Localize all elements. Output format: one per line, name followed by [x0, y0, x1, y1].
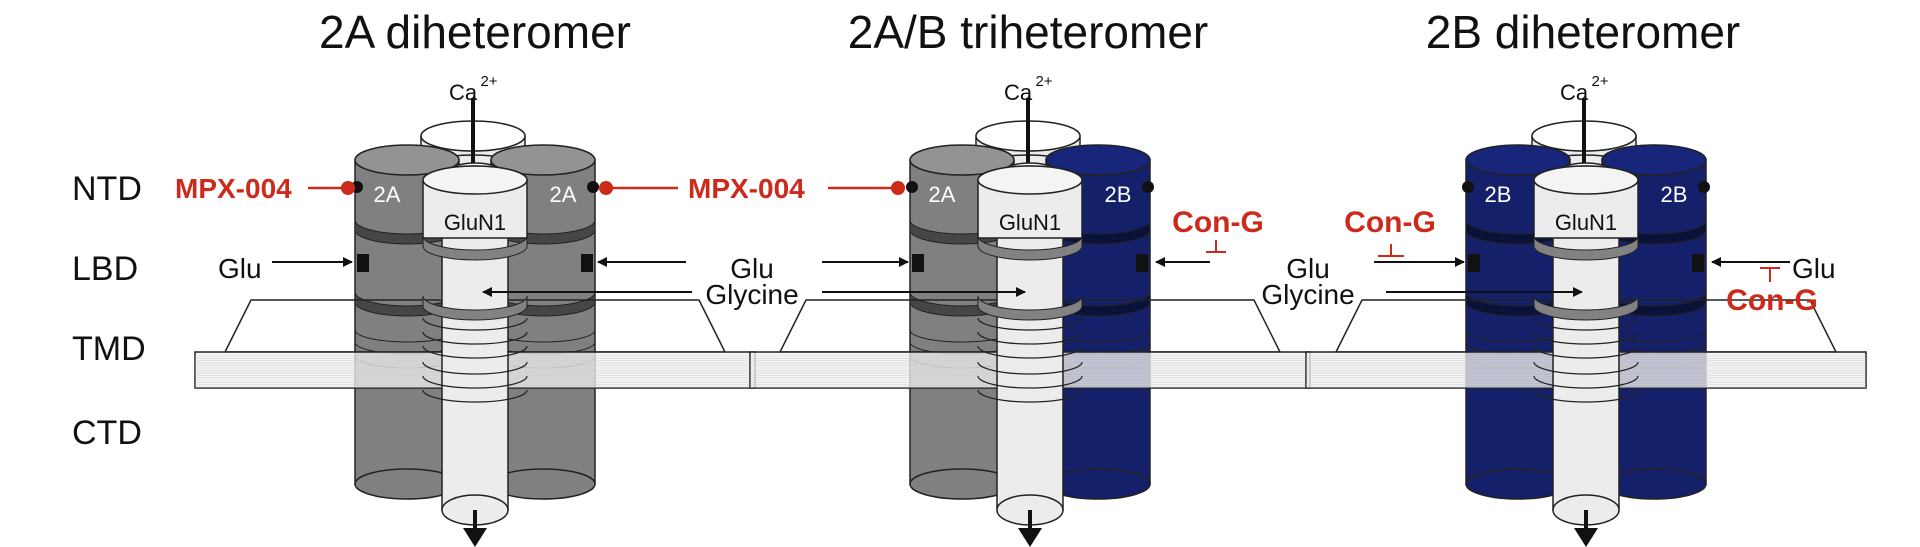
glu-label: Glu — [1286, 253, 1330, 284]
domain-label-ctd: CTD — [72, 414, 142, 452]
mpx004-annotation-center: MPX-004 — [599, 173, 905, 204]
con-g-label: Con-G — [1344, 206, 1436, 239]
calcium-label: Ca — [449, 80, 478, 105]
glu-binding-site — [1136, 254, 1148, 272]
domain-label-lbd: LBD — [72, 250, 138, 288]
mpx004-label: MPX-004 — [688, 173, 805, 204]
glu-binding-site — [357, 254, 369, 272]
subunit-label-left: 2A — [929, 182, 956, 207]
ion-flow-arrowhead — [463, 528, 487, 547]
ntd-site — [1142, 181, 1154, 193]
subunit-label-right: 2A — [550, 182, 577, 207]
domain-label-ntd: NTD — [72, 170, 142, 208]
calcium-label: Ca — [1004, 80, 1033, 105]
calcium-charge: 2+ — [1591, 73, 1608, 90]
ntd-site — [587, 181, 599, 193]
title-2b-diheteromer: 2B diheteromer — [1426, 6, 1741, 58]
con-g-label: Con-G — [1172, 206, 1264, 239]
glun1-label: GluN1 — [444, 210, 506, 235]
calcium-label: Ca — [1560, 80, 1589, 105]
glun1-label: GluN1 — [1555, 210, 1617, 235]
ntd-site — [1462, 181, 1474, 193]
glu-label: Glu — [730, 253, 774, 284]
subunit-label-right: 2B — [1661, 182, 1688, 207]
glu-binding-site — [912, 254, 924, 272]
mpx004-annotation-left: MPX-004 — [175, 173, 355, 204]
mpx004-label: MPX-004 — [175, 173, 292, 204]
title-2a-diheteromer: 2A diheteromer — [319, 6, 631, 58]
title-2ab-triheteromer: 2A/B triheteromer — [848, 6, 1208, 58]
subunit-label-left: 2B — [1485, 182, 1512, 207]
glu-label: Glu — [218, 253, 262, 284]
subunit-label-right: 2B — [1105, 182, 1132, 207]
subunit-label-left: 2A — [374, 182, 401, 207]
ion-flow-arrowhead — [1574, 528, 1598, 547]
ntd-site — [1698, 181, 1710, 193]
glu-label: Glu — [1792, 253, 1836, 284]
glu-binding-site — [1468, 254, 1480, 272]
glycine-label: Glycine — [705, 279, 798, 310]
calcium-charge: 2+ — [1035, 73, 1052, 90]
glun1-label: GluN1 — [999, 210, 1061, 235]
domain-label-tmd: TMD — [72, 330, 146, 368]
con-g-label: Con-G — [1726, 284, 1818, 317]
calcium-charge: 2+ — [480, 73, 497, 90]
glycine-label: Glycine — [1261, 279, 1354, 310]
ion-flow-arrowhead — [1018, 528, 1042, 547]
glu-binding-site — [1692, 254, 1704, 272]
ntd-site — [906, 181, 918, 193]
glu-binding-site — [581, 254, 593, 272]
